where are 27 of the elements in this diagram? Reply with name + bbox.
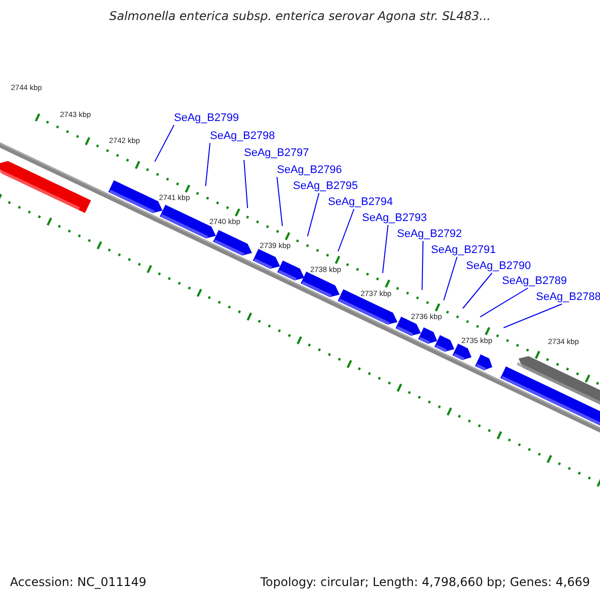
gene-label: SeAg_B2791 [431, 245, 496, 256]
gene-label: SeAg_B2795 [293, 181, 358, 192]
leader-line [154, 124, 174, 162]
leader-line [382, 224, 388, 274]
gene-label: SeAg_B2793 [362, 213, 427, 224]
leader-line [503, 304, 562, 328]
gene-label: SeAg_B2788 [536, 292, 600, 303]
gene-label: SeAg_B2797 [244, 148, 309, 159]
gene-label: SeAg_B2792 [397, 229, 462, 240]
accession-text: Accession: NC_011149 [10, 576, 146, 588]
gene-label: SeAg_B2796 [277, 165, 342, 176]
leader-line [338, 208, 354, 252]
map-title: Salmonella enterica subsp. enterica serovar Agona str. SL483... [108, 10, 492, 22]
gene-label: SeAg_B2799 [174, 113, 239, 124]
leader-line [307, 192, 320, 237]
leader-line [462, 272, 492, 309]
leader-line [480, 288, 528, 318]
leader-line [443, 256, 458, 301]
leader-line [422, 240, 424, 290]
footer-text: Topology: circular; Length: 4,798,660 bp; Genes: 4,669 [260, 576, 590, 588]
leader-line [244, 160, 248, 209]
gene-label: SeAg_B2798 [210, 131, 275, 142]
gene-label: SeAg_B2794 [328, 197, 393, 208]
leader-line [205, 142, 210, 187]
gene-label: SeAg_B2789 [502, 276, 567, 287]
gene-label: SeAg_B2790 [466, 261, 531, 272]
leader-line [276, 176, 283, 227]
